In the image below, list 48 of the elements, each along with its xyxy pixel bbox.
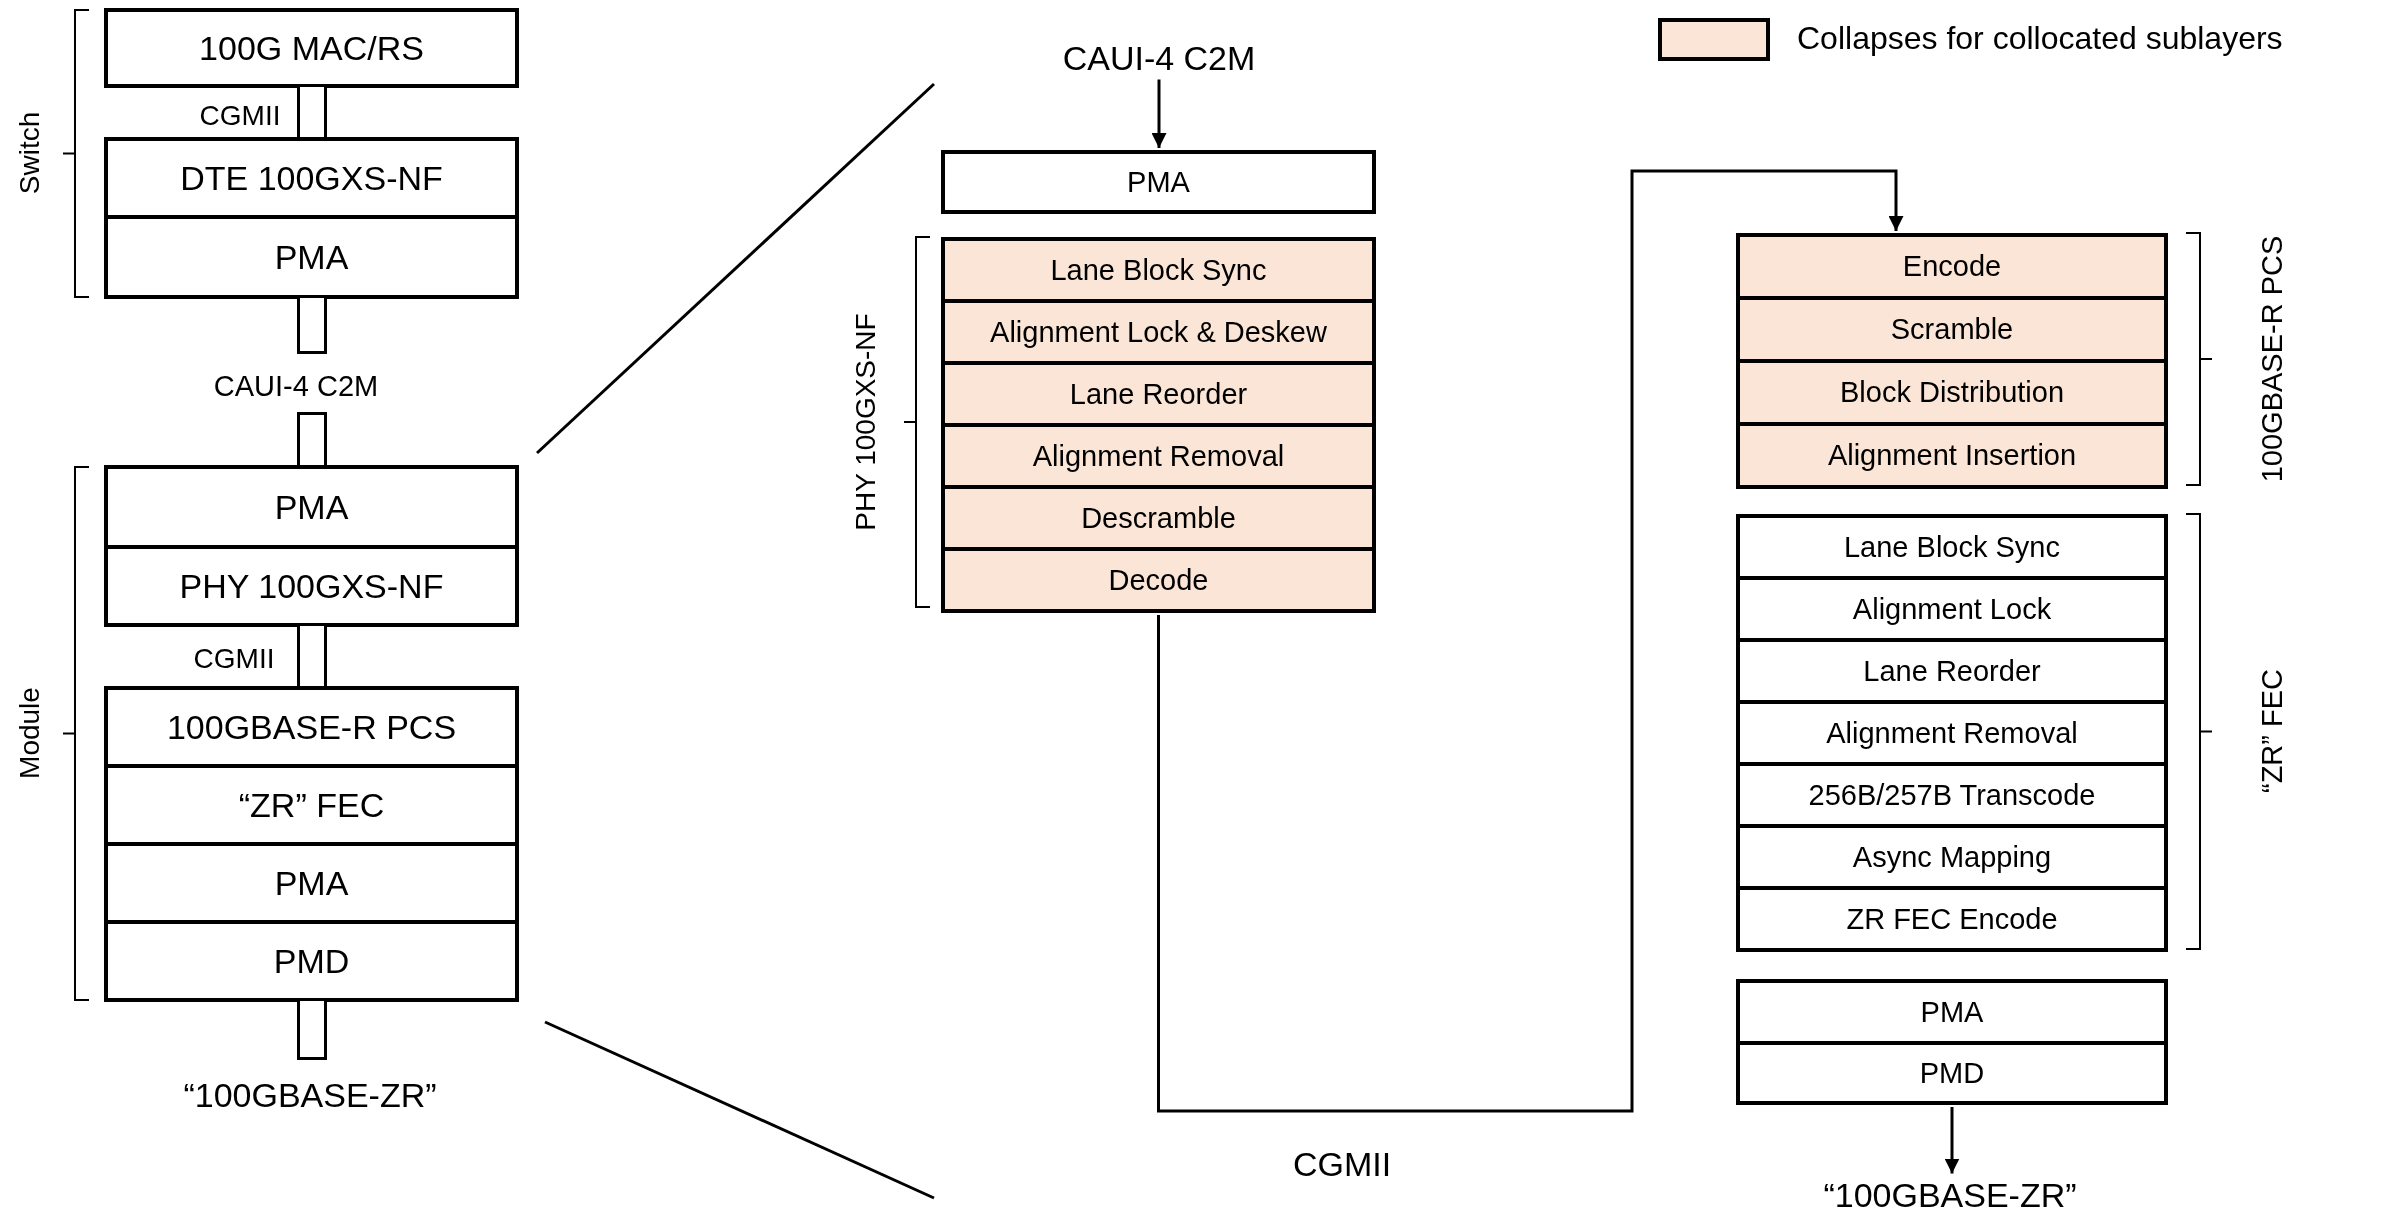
legend-label: Collapses for collocated sublayers [1797, 20, 2283, 57]
layer-label: Lane Block Sync [1844, 530, 2060, 564]
layer-label: Alignment Removal [1826, 716, 2078, 750]
bracket-label: 100GBASE-R PCS [2255, 235, 2289, 483]
arrow [1157, 169, 1904, 1113]
interface-label: CAUI-4 C2M [213, 369, 379, 403]
layer-box [941, 150, 1376, 214]
bracket-label: “ZR” FEC [2255, 669, 2289, 793]
layer-label: Lane Reorder [1863, 654, 2041, 688]
interface-label: “100GBASE-ZR” [1823, 1175, 2077, 1215]
bracket-label: Module [14, 687, 46, 779]
layer-label: Lane Reorder [1069, 377, 1248, 411]
layer-label: Descramble [1081, 501, 1236, 535]
layer-label: PMA [1127, 165, 1190, 199]
connector-bar [297, 295, 327, 354]
layer-label: 100GBASE-R PCS [166, 707, 457, 747]
layer-label: PMA [274, 487, 349, 527]
layer-label: Encode [1902, 250, 2002, 283]
layer-label: 256B/257B Transcode [1808, 778, 2096, 812]
layer-label: Block Distribution [1840, 376, 2064, 409]
bracket-label: PHY 100GXS-NF [850, 313, 882, 531]
bracket-label: Switch [14, 111, 46, 195]
layer-label: ZR FEC Encode [1846, 902, 2058, 936]
layer-label: Alignment Removal [1032, 439, 1285, 473]
layer-label: “ZR” FEC [238, 785, 385, 825]
connector-bar [297, 998, 327, 1060]
layer-label: Alignment Lock & Deskew [990, 315, 1327, 349]
layer-label: Decode [1108, 563, 1209, 597]
interface-label: “100GBASE-ZR” [183, 1075, 437, 1115]
layer-label: Alignment Lock [1852, 592, 2052, 626]
interface-label: CAUI-4 C2M [1062, 38, 1256, 78]
layer-label: 100G MAC/RS [199, 28, 424, 68]
layer-label: Async Mapping [1852, 840, 2052, 874]
layer-box [104, 8, 519, 88]
layer-label: PHY 100GXS-NF [179, 566, 444, 606]
layer-label: PMA [274, 863, 349, 903]
layer-label: PMA [1920, 995, 1984, 1029]
interface-label: CGMII [193, 643, 275, 675]
arrow [1944, 1107, 1960, 1174]
layer-label: Scramble [1890, 313, 2014, 346]
interface-label: CGMII [199, 100, 281, 132]
layer-label: Lane Block Sync [1050, 253, 1267, 287]
arrow [1151, 79, 1167, 148]
layer-label: PMA [274, 237, 349, 277]
layer-label: PMD [1919, 1056, 1985, 1090]
layer-label: Alignment Insertion [1827, 439, 2077, 472]
layer-label: DTE 100GXS-NF [180, 158, 443, 198]
layer-label: PMD [273, 941, 350, 981]
